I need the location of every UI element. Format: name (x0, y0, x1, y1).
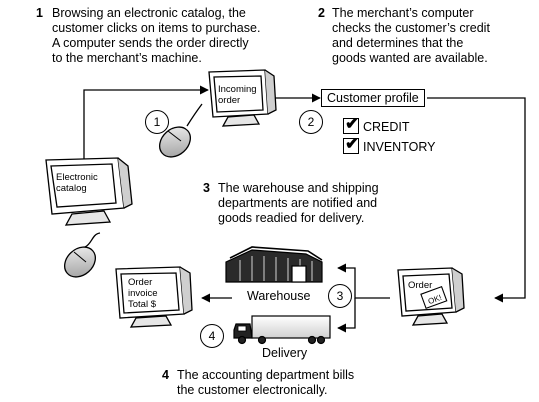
customer-profile-box: Customer profile (321, 89, 425, 107)
credit-check: ✔CREDIT (343, 114, 410, 134)
step-1-number: 1 (36, 6, 43, 20)
flow-connectors (83, 85, 526, 333)
step-3-text: The warehouse and shipping departments a… (218, 181, 379, 225)
catalog-screen-label: Electronic catalog (56, 172, 98, 194)
invoice-computer-icon (115, 266, 193, 328)
step-2-text: The merchant’s computer checks the custo… (332, 6, 490, 65)
catalog-computer-icon (45, 157, 133, 226)
step-4-number: 4 (162, 368, 169, 382)
incoming-mouse-icon (159, 103, 203, 158)
credit-check-label: CREDIT (363, 120, 410, 134)
inventory-check: ✔INVENTORY (343, 134, 436, 154)
circled-step-4: 4 (200, 324, 224, 348)
warehouse-label: Warehouse (247, 289, 311, 303)
inventory-check-label: INVENTORY (363, 140, 436, 154)
incoming-screen-label: Incoming order (218, 84, 257, 106)
checkmark-icon: ✔ (345, 134, 360, 153)
step-2-number: 2 (318, 6, 325, 20)
order-screen-label: Order (408, 280, 433, 291)
delivery-label: Delivery (262, 346, 308, 360)
incoming-computer-icon (208, 69, 277, 127)
delivery-truck-icon (233, 315, 331, 345)
circled-step-1: 1 (145, 110, 169, 134)
checkmark-icon: ✔ (345, 114, 360, 133)
invoice-screen-label: Order invoice Total $ (128, 277, 158, 310)
step-3-number: 3 (203, 181, 210, 195)
order-computer-icon (397, 267, 465, 326)
circled-step-2: 2 (299, 110, 323, 134)
credit-checkbox: ✔ (343, 114, 360, 134)
warehouse-building-icon (225, 246, 323, 283)
step-4-text: The accounting department bills the cust… (177, 368, 355, 397)
step-1-text: Browsing an electronic catalog, the cust… (52, 6, 261, 65)
catalog-mouse-icon (64, 232, 101, 278)
circled-step-3: 3 (328, 284, 352, 308)
inventory-checkbox: ✔ (343, 134, 360, 154)
